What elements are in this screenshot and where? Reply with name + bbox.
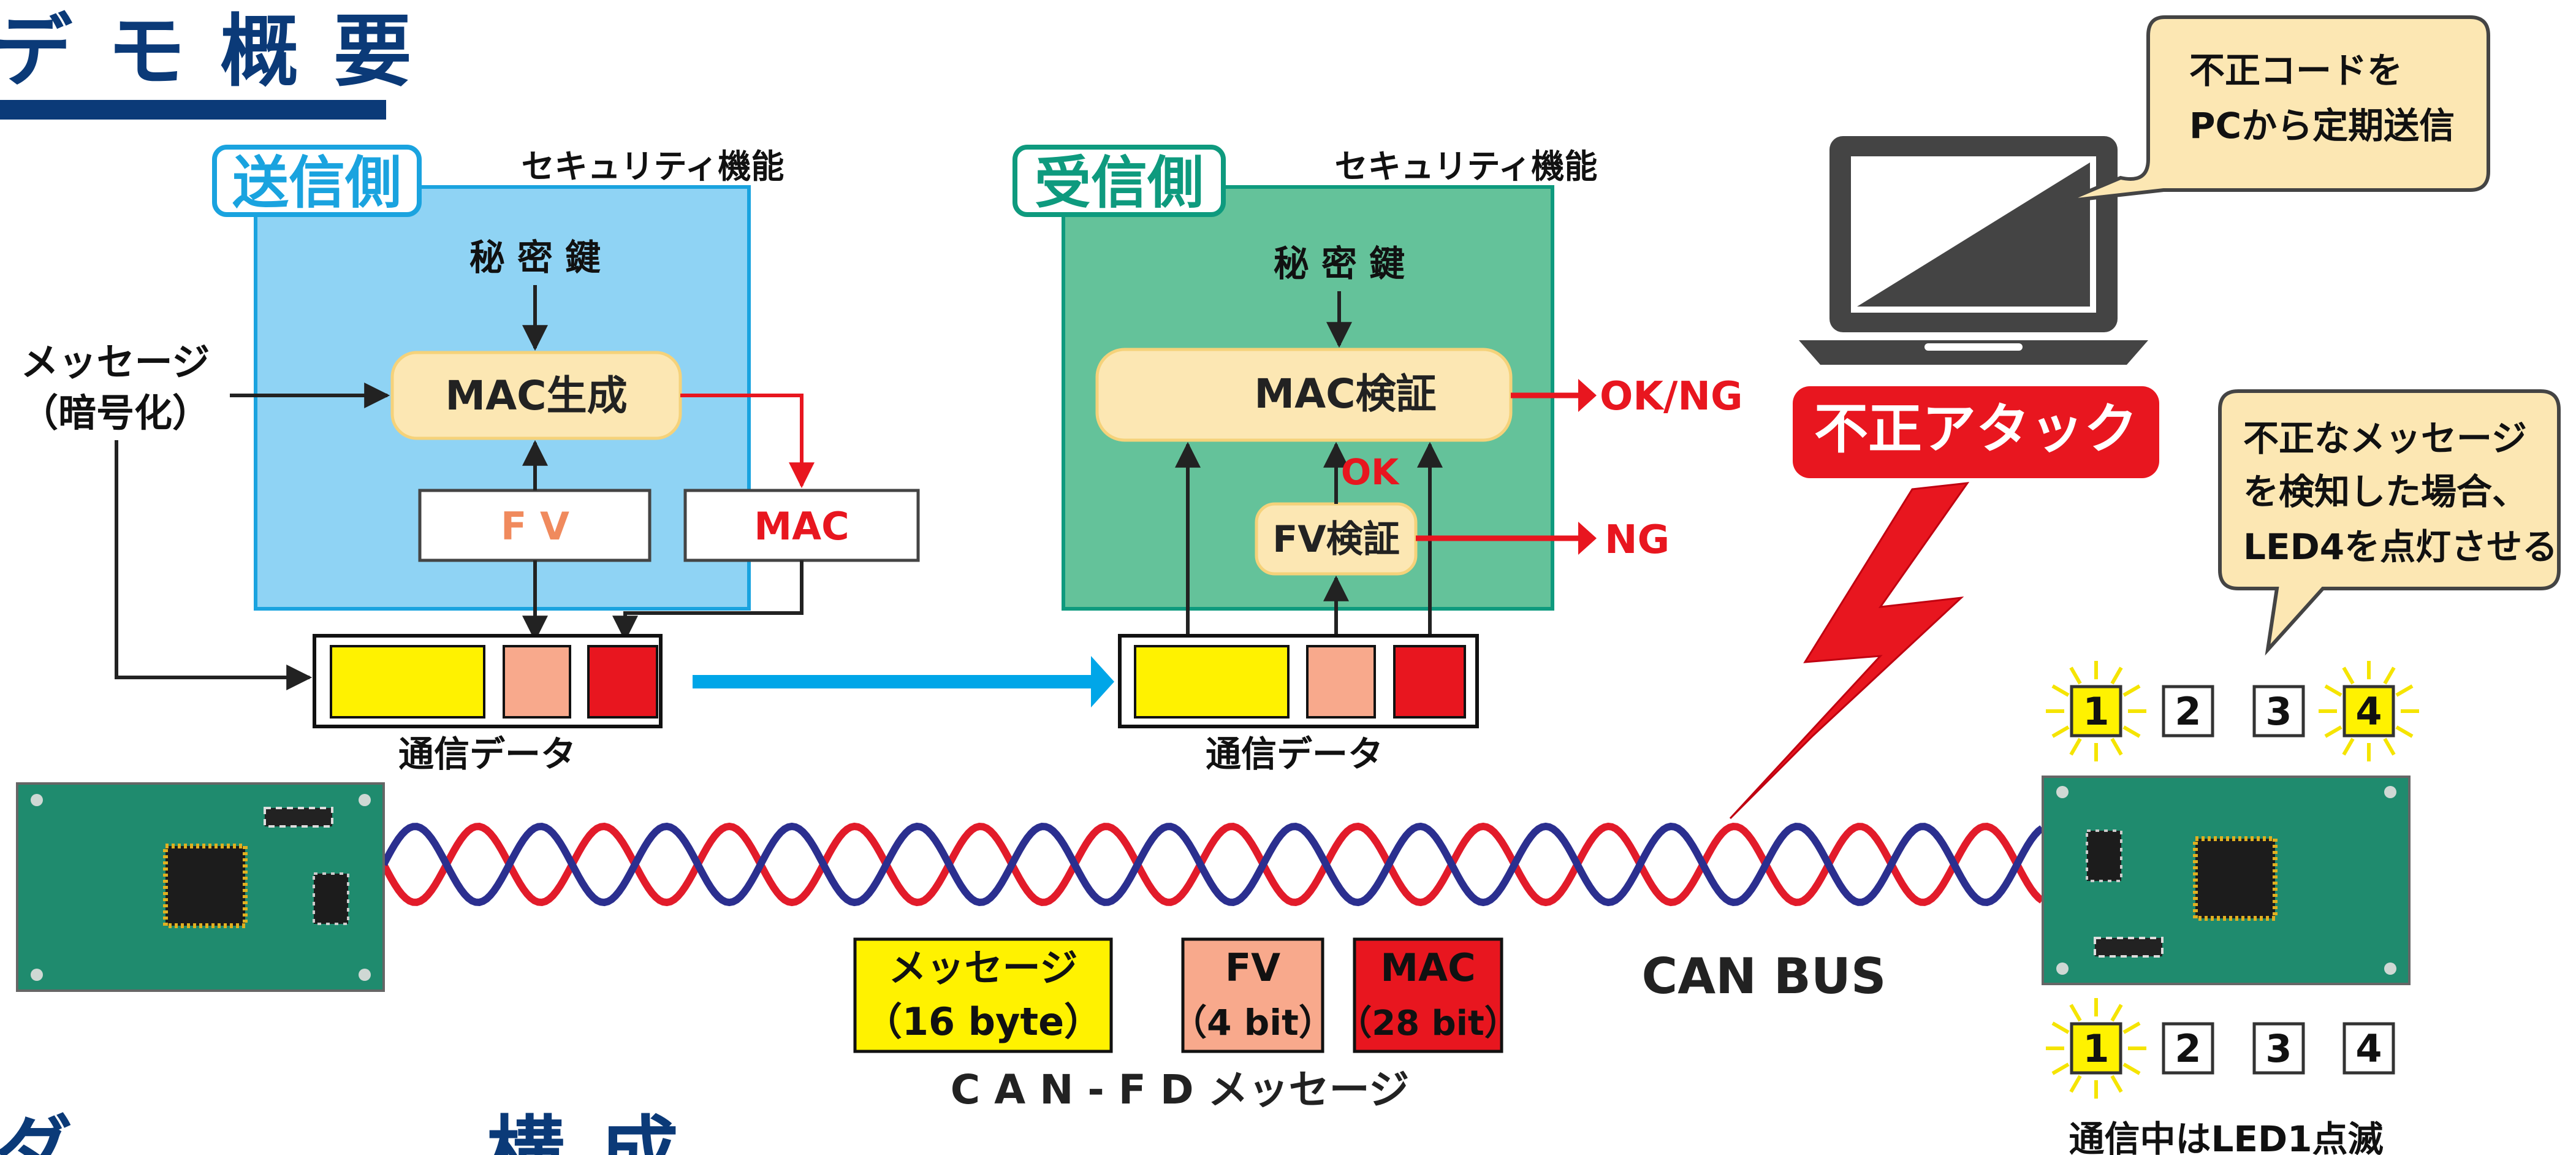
receiver-secret-key: 秘 密 鍵 bbox=[1274, 243, 1405, 284]
sender-ecu-board bbox=[16, 782, 385, 992]
receiver-security-label: セキュリティ機能 bbox=[1335, 147, 1598, 186]
normal-led-1: 1 bbox=[2046, 998, 2146, 1099]
receiver-title: 受信側 bbox=[1035, 150, 1204, 216]
svg-text:1: 1 bbox=[2083, 689, 2109, 734]
laptop-icon bbox=[1799, 136, 2148, 365]
sender-fv-box bbox=[418, 489, 652, 562]
sender-frame-caption: 通信データ bbox=[398, 733, 576, 775]
detection-led-1: 1 bbox=[2046, 661, 2146, 761]
receiver-ng-arrowhead bbox=[1578, 522, 1597, 555]
legend-fv-box bbox=[1181, 937, 1324, 1053]
attacker-bubble-line2: PCから定期送信 bbox=[2189, 105, 2455, 147]
normal-led-4: 4 bbox=[2342, 1022, 2395, 1075]
svg-text:3: 3 bbox=[2265, 689, 2292, 734]
svg-text:3: 3 bbox=[2265, 1026, 2292, 1071]
led-row-detection: 1 2 3 4 bbox=[2046, 661, 2419, 761]
sender-mac-out-arrow bbox=[680, 394, 815, 489]
transmit-arrowhead bbox=[1091, 656, 1114, 707]
sender-mac-down-arrow bbox=[612, 560, 804, 642]
legend-fv-line1: FV bbox=[1225, 945, 1280, 990]
receiver-ng-result: NG bbox=[1605, 517, 1670, 563]
detection-led-4: 4 bbox=[2319, 661, 2419, 761]
detection-led-3: 3 bbox=[2252, 685, 2305, 738]
section-title: デ モ 概 要 bbox=[0, 6, 416, 97]
sender-mac-generate-label: MAC生成 bbox=[445, 372, 627, 419]
receiver-okng-arrowhead bbox=[1578, 379, 1597, 412]
receiver-title-badge bbox=[1013, 145, 1226, 217]
receiver-frame-caption: 通信データ bbox=[1206, 733, 1383, 775]
receiver-frame-fv-block bbox=[1306, 645, 1376, 719]
attacker-bubble-line1: 不正コードを bbox=[2189, 50, 2403, 91]
svg-text:2: 2 bbox=[2175, 689, 2201, 734]
detection-led-2: 2 bbox=[2162, 685, 2214, 738]
sender-frame-message-block bbox=[330, 645, 485, 719]
normal-led-3: 3 bbox=[2252, 1022, 2305, 1075]
legend-fv-line2: （4 bit） bbox=[1171, 1002, 1334, 1043]
sender-title-badge bbox=[212, 145, 422, 217]
bottom-section-title: ダ 構 成 bbox=[0, 1108, 682, 1155]
can-bus-label: CAN BUS bbox=[1642, 948, 1886, 1005]
legend-mac-box bbox=[1353, 937, 1503, 1053]
detection-bubble-line1: 不正なメッセージ bbox=[2243, 417, 2527, 459]
sender-message-line1: メッセージ bbox=[21, 340, 210, 384]
receiver-ecu-board bbox=[2042, 776, 2411, 985]
legend-mac-line1: MAC bbox=[1380, 945, 1475, 990]
legend-message-line1: メッセージ bbox=[889, 945, 1078, 990]
svg-text:1: 1 bbox=[2083, 1026, 2109, 1071]
receiver-mac-verify-label: MAC検証 bbox=[1254, 370, 1436, 417]
svg-text:2: 2 bbox=[2175, 1026, 2201, 1071]
led-row-normal: 1 2 3 4 bbox=[2046, 998, 2395, 1099]
receiver-frame-mac-block bbox=[1393, 645, 1466, 719]
legend-message-line2: （16 byte） bbox=[864, 999, 1102, 1044]
receiver-fv-verify-label: FV検証 bbox=[1272, 518, 1399, 561]
sender-mac-box bbox=[683, 489, 920, 562]
sender-title: 送信側 bbox=[232, 150, 401, 216]
sender-secret-key: 秘 密 鍵 bbox=[469, 237, 601, 278]
detection-bubble-line2: を検知した場合、 bbox=[2243, 471, 2528, 513]
receiver-ok-small: OK bbox=[1341, 451, 1400, 493]
lightning-bolt-icon bbox=[1729, 482, 1970, 820]
sender-frame-fv-block bbox=[503, 645, 571, 719]
sender-mac-label: MAC bbox=[754, 504, 849, 549]
sender-message-line2: （暗号化） bbox=[20, 391, 210, 435]
legend-mac-line2: （28 bit） bbox=[1337, 1004, 1518, 1043]
attack-banner bbox=[1793, 386, 2159, 478]
detection-speech-bubble bbox=[2218, 389, 2561, 656]
sender-message-down-arrow bbox=[115, 440, 313, 690]
sender-fv-label: F V bbox=[501, 504, 569, 549]
svg-text:4: 4 bbox=[2355, 689, 2382, 734]
sender-frame-mac-block bbox=[587, 645, 658, 719]
legend-caption: C A N - F D メッセージ bbox=[951, 1066, 1410, 1113]
receiver-okng-result: OK/NG bbox=[1600, 374, 1742, 419]
sender-security-label: セキュリティ機能 bbox=[522, 147, 785, 186]
detection-bubble-line3: LED4を点灯させる bbox=[2243, 526, 2558, 568]
svg-text:4: 4 bbox=[2355, 1026, 2382, 1071]
led-caption: 通信中はLED1点滅 bbox=[2069, 1118, 2383, 1155]
title-underline bbox=[0, 100, 386, 120]
can-bus-wire-low bbox=[380, 822, 2045, 907]
attack-banner-label: 不正アタック bbox=[1814, 397, 2138, 460]
attacker-speech-bubble bbox=[2064, 15, 2490, 203]
receiver-frame-message-block bbox=[1134, 645, 1290, 719]
normal-led-2: 2 bbox=[2162, 1022, 2214, 1075]
legend-message-box bbox=[853, 937, 1113, 1053]
